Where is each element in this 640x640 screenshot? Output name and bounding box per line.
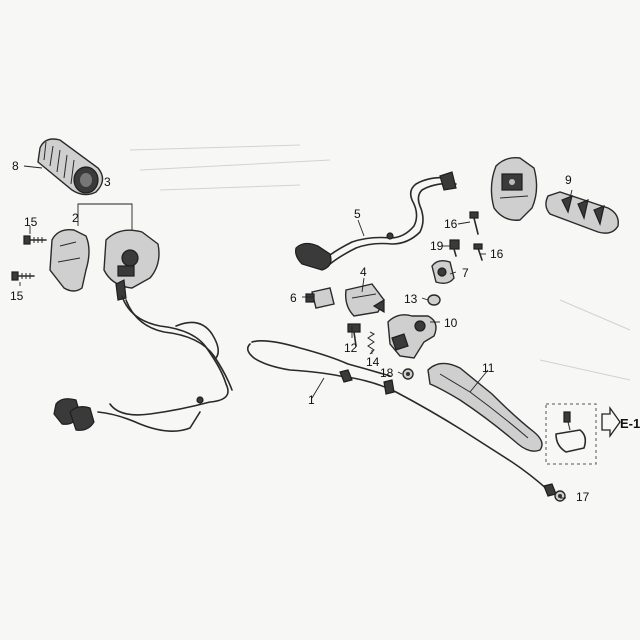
clutch-lever: [427, 362, 543, 452]
collar-13: [427, 294, 441, 306]
reference-label: E-1: [620, 416, 640, 431]
label-part-2: 2: [72, 211, 79, 225]
screw-16-upper: [469, 211, 479, 235]
lever-holder: [387, 314, 437, 359]
spring-14: [367, 331, 375, 355]
label-part-11: 11: [482, 361, 495, 375]
screw-upper-left: [23, 235, 47, 245]
label-part-7: 7: [462, 266, 469, 280]
label-part-4: 4: [360, 265, 367, 279]
lever-bracket: [344, 283, 385, 317]
switch-harness: [97, 295, 233, 432]
label-part-8: 8: [12, 159, 19, 173]
label-part-13: 13: [404, 292, 418, 306]
label-part-16-lower: 16: [490, 247, 504, 261]
label-part-17: 17: [576, 490, 590, 504]
leader-lines: [19, 165, 573, 499]
clutch-switch: [305, 287, 335, 309]
reference-inset: [545, 403, 597, 465]
wire-harness-5: [295, 171, 457, 271]
label-part-12: 12: [344, 341, 358, 355]
label-part-16-upper: 16: [444, 217, 458, 231]
left-grip: [37, 138, 104, 196]
right-grip: [545, 191, 619, 234]
right-switch-housing: [490, 156, 538, 221]
background-texture: [129, 144, 631, 381]
bolt-12: [347, 323, 361, 347]
harness-connector: [53, 398, 95, 431]
label-part-15-lower: 15: [10, 289, 24, 303]
nut-18: [402, 368, 414, 380]
label-part-3: 3: [104, 175, 111, 189]
bolt-19: [449, 239, 460, 257]
switch-cover: [49, 229, 90, 292]
label-part-6: 6: [290, 291, 297, 305]
nut-17: [554, 490, 566, 502]
label-part-5: 5: [354, 207, 361, 221]
screw-lower-left: [11, 271, 35, 281]
label-part-1: 1: [308, 393, 315, 407]
screw-16-lower: [473, 243, 483, 261]
pivot-holder: [431, 259, 455, 285]
left-switch-assembly: [103, 229, 160, 301]
label-part-14: 14: [366, 355, 380, 369]
label-part-15-upper: 15: [24, 215, 38, 229]
reference-arrow-icon: [601, 405, 621, 439]
label-part-9: 9: [565, 173, 572, 187]
label-part-19: 19: [430, 239, 444, 253]
label-part-18: 18: [380, 366, 394, 380]
label-part-10: 10: [444, 316, 458, 330]
